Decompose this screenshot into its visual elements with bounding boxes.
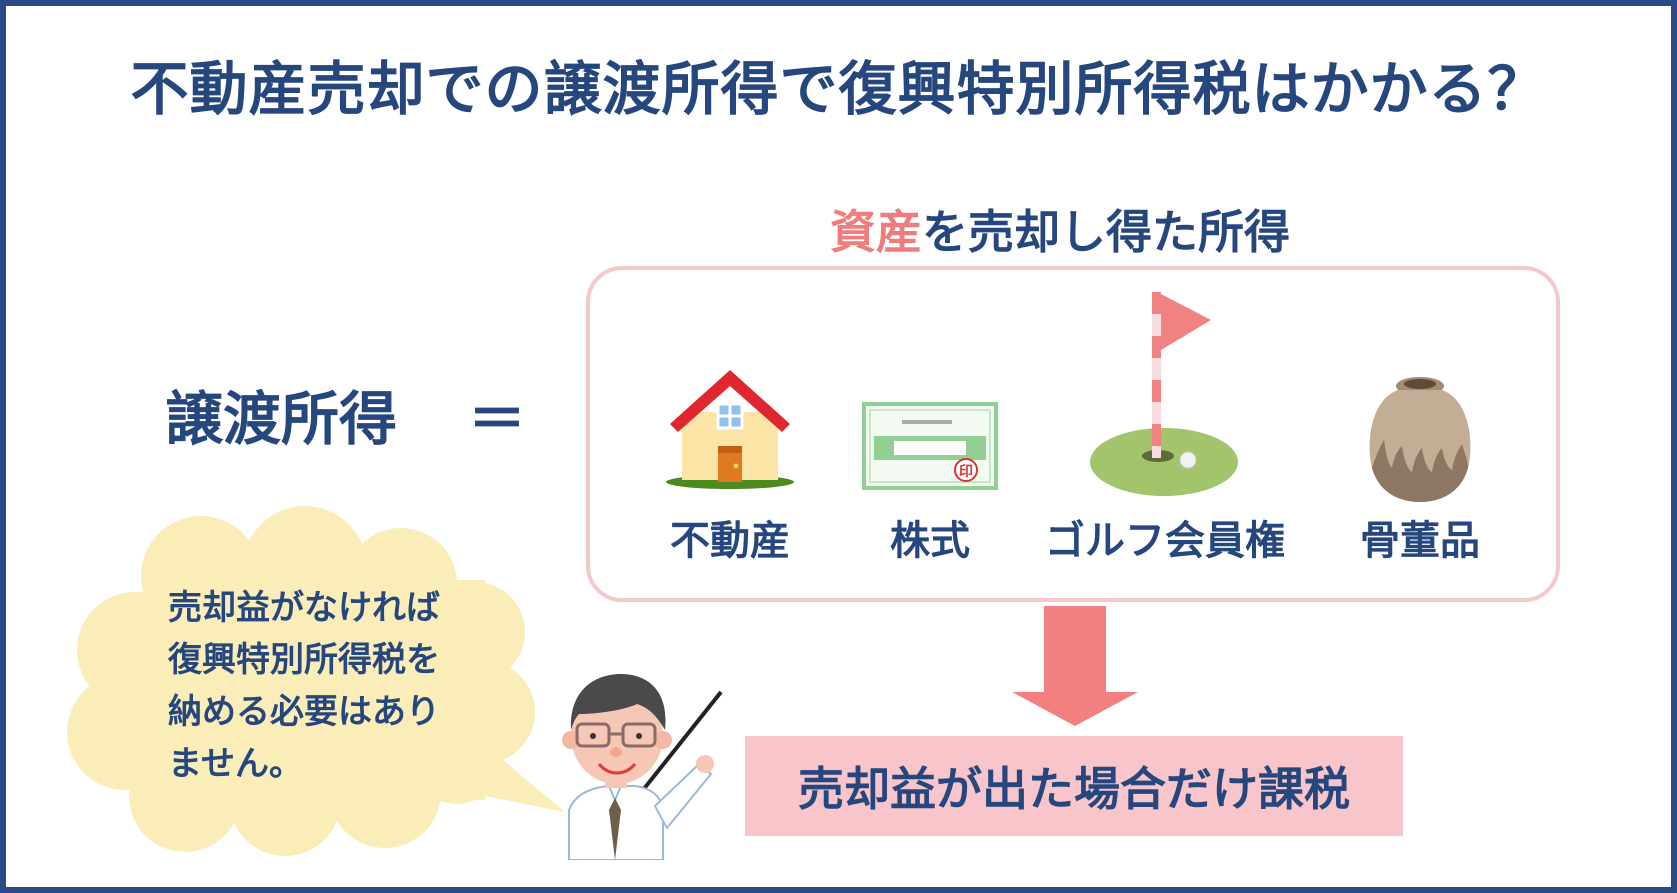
asset-label-golf-membership: ゴルフ会員権 [1045, 518, 1285, 564]
speech-line-4: ません。 [168, 744, 303, 784]
teacher-illustration [562, 674, 723, 860]
equals-sign: ＝ [468, 385, 527, 453]
speech-bubble-text: 売却益がなければ 復興特別所得税を 納める必要はあり ません。 [168, 582, 498, 790]
antique-pot-icon [1369, 377, 1471, 502]
assets-heading: 資産を売却し得た所得 [780, 196, 1340, 262]
speech-line-1: 売却益がなければ [168, 588, 440, 628]
taxed-only-on-gain-box: 売却益が出た場合だけ課税 [745, 736, 1403, 836]
speech-line-3: 納める必要はあり [168, 692, 440, 732]
asset-label-antiques: 骨董品 [1360, 518, 1480, 564]
assets-heading-rest: を売却し得た所得 [922, 205, 1290, 259]
house-icon [666, 370, 794, 489]
down-arrow-icon [1012, 606, 1138, 726]
transfer-income-label: 譲渡所得 [165, 385, 398, 453]
asset-label-real-estate: 不動産 [670, 518, 790, 564]
page-title: 不動産売却での譲渡所得で復興特別所得税はかかる？ [130, 55, 1547, 123]
asset-label-stocks: 株式 [890, 518, 970, 564]
golf-flag-icon [1090, 292, 1238, 496]
seal-stamp-text: 印 [959, 463, 973, 480]
assets-heading-accent: 資産 [830, 205, 922, 259]
speech-line-2: 復興特別所得税を [168, 640, 440, 680]
speech-bubble [67, 506, 565, 856]
stock-certificate-icon: 印 [862, 402, 998, 490]
